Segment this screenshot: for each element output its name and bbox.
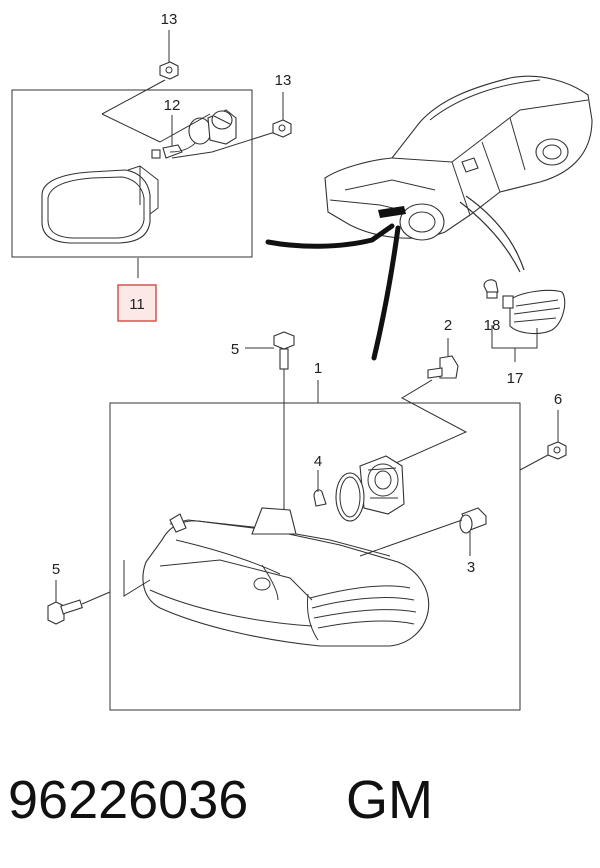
fog-lamp-housing: [41, 169, 151, 244]
fog-lamp-socket: [207, 109, 237, 145]
callout-1: 1: [314, 360, 322, 377]
brand-label: GM: [346, 770, 433, 830]
callout-4: 4: [314, 453, 322, 470]
bulb-icon: [313, 489, 327, 507]
callout-3: 3: [467, 559, 475, 576]
headlamp-housing: [142, 520, 430, 647]
headlamp-frame: [109, 402, 521, 711]
bulb-icon: [459, 507, 487, 534]
pointer-line: [459, 201, 521, 273]
side-repeater-lamp: [502, 289, 566, 335]
fog-lamp-group: [11, 30, 292, 322]
callout-12: 12: [164, 97, 181, 114]
part-number: 96226036: [8, 770, 248, 830]
nut-icon: [272, 119, 292, 138]
callout-6: 6: [554, 391, 562, 408]
callout-13: 13: [161, 11, 178, 28]
callout-11: 11: [129, 296, 145, 313]
callout-11-highlight: [117, 284, 157, 322]
oring: [335, 472, 365, 522]
bolt-icon: [273, 331, 295, 370]
socket-cap: [359, 455, 405, 515]
side-repeater-group: [483, 279, 566, 362]
callout-5: 5: [231, 341, 239, 358]
nut-icon: [547, 441, 567, 460]
callout-2: 2: [444, 317, 452, 334]
bulb-icon: [483, 279, 499, 299]
bolt-icon: [47, 599, 83, 625]
fog-lamp-frame: [11, 89, 253, 258]
pointer-line: [371, 225, 401, 361]
callout-5: 5: [52, 561, 60, 578]
pointer-line: [265, 223, 395, 249]
bulb-icon: [427, 355, 459, 379]
fog-lamp-oring: [188, 117, 212, 145]
nut-icon: [159, 61, 179, 80]
callout-18: 18: [484, 317, 501, 334]
callout-13: 13: [275, 72, 292, 89]
headlamp-group: [47, 331, 567, 711]
car-illustration: [324, 75, 593, 241]
callout-17: 17: [507, 370, 524, 387]
